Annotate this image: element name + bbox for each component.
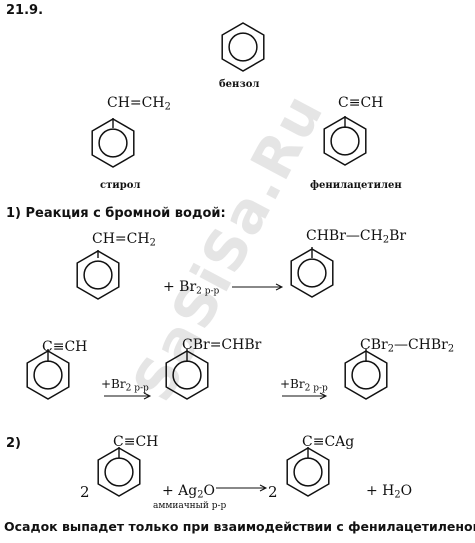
phenylacetylene-group: C≡CH (338, 95, 384, 111)
r2-reactant-group: C≡CH (42, 339, 88, 355)
r1-product-ring (290, 248, 334, 298)
r2-intermediate-group: CBr=CHBr (182, 337, 262, 353)
reaction-arrow (282, 392, 328, 400)
s2-coef2: 2 (268, 483, 278, 501)
r2-reactant-ring (26, 350, 70, 400)
s2-reactant-ring (97, 447, 141, 497)
styrene-label: стирол (100, 180, 141, 191)
section2-label: 2) (6, 436, 21, 451)
phenylacetylene-ring (323, 116, 367, 166)
s2-reagent: + Ag2O (162, 483, 215, 501)
s2-coef1: 2 (80, 483, 90, 501)
problem-number: 21.9. (6, 3, 44, 18)
r2-reagent2: +Br2 р-р (280, 377, 328, 394)
styrene-group: CH=CH2 (107, 95, 171, 113)
benzene-label: бензол (219, 79, 260, 90)
reaction-arrow (216, 484, 268, 492)
r1-reactant-group: CH=CH2 (92, 231, 156, 249)
r1-reactant-ring (76, 250, 120, 300)
s2-reactant-group: C≡CH (113, 434, 159, 450)
r2-product-group: CBr2—CHBr2 (360, 337, 455, 355)
conclusion-text: Осадок выпадет только при взаимодействии… (4, 519, 475, 534)
s2-reagent-note: аммиачный р-р (153, 501, 227, 511)
s2-product-group: C≡CAg (302, 434, 355, 450)
section1-title: 1) Реакция с бромной водой: (6, 206, 226, 221)
benzene-ring (221, 22, 265, 72)
r2-product-ring (344, 350, 388, 400)
reaction-arrow (232, 283, 284, 291)
r2-intermediate-ring (165, 350, 209, 400)
r1-product-group: CHBr—CH2Br (306, 228, 407, 246)
styrene-ring (91, 118, 135, 168)
s2-product-ring (286, 447, 330, 497)
s2-byproduct: + H2O (366, 483, 413, 501)
r1-reagent: + Br2 р-р (163, 279, 220, 297)
phenylacetylene-label: фенилацетилен (310, 180, 402, 191)
r2-reagent1: +Br2 р-р (101, 377, 149, 394)
reaction-arrow (104, 392, 152, 400)
